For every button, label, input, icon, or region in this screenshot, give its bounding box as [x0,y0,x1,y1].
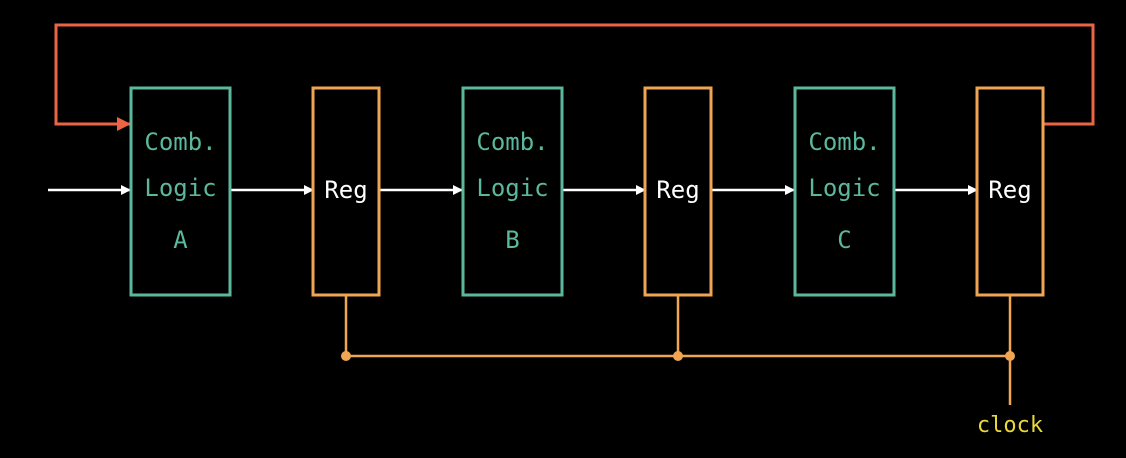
register-3: Reg [975,86,1045,297]
feedback-loop-path [54,23,1095,131]
comb-logic-c-line1: Comb. [808,128,880,156]
comb-logic-c-line2: Logic [808,174,880,202]
clock-junction-3 [1005,351,1015,361]
comb-logic-b-line1: Comb. [476,128,548,156]
comb-logic-c-line3: C [837,226,851,254]
comb-logic-b-line3: B [505,226,519,254]
clock-label: clock [977,413,1043,438]
clock-network [341,296,1015,405]
comb-logic-a-line3: A [173,226,188,254]
clock-junction-1 [341,351,351,361]
register-1: Reg [311,86,381,297]
comb-logic-c: Comb. Logic C [793,86,896,297]
clock-junction-2 [673,351,683,361]
register-3-label: Reg [988,176,1031,204]
register-2-label: Reg [656,176,699,204]
register-1-label: Reg [324,176,367,204]
comb-logic-a: Comb. Logic A [129,86,232,297]
comb-logic-a-line1: Comb. [144,128,216,156]
comb-logic-b: Comb. Logic B [461,86,564,297]
register-2: Reg [643,86,713,297]
comb-logic-a-line2: Logic [144,174,216,202]
comb-logic-b-line2: Logic [476,174,548,202]
